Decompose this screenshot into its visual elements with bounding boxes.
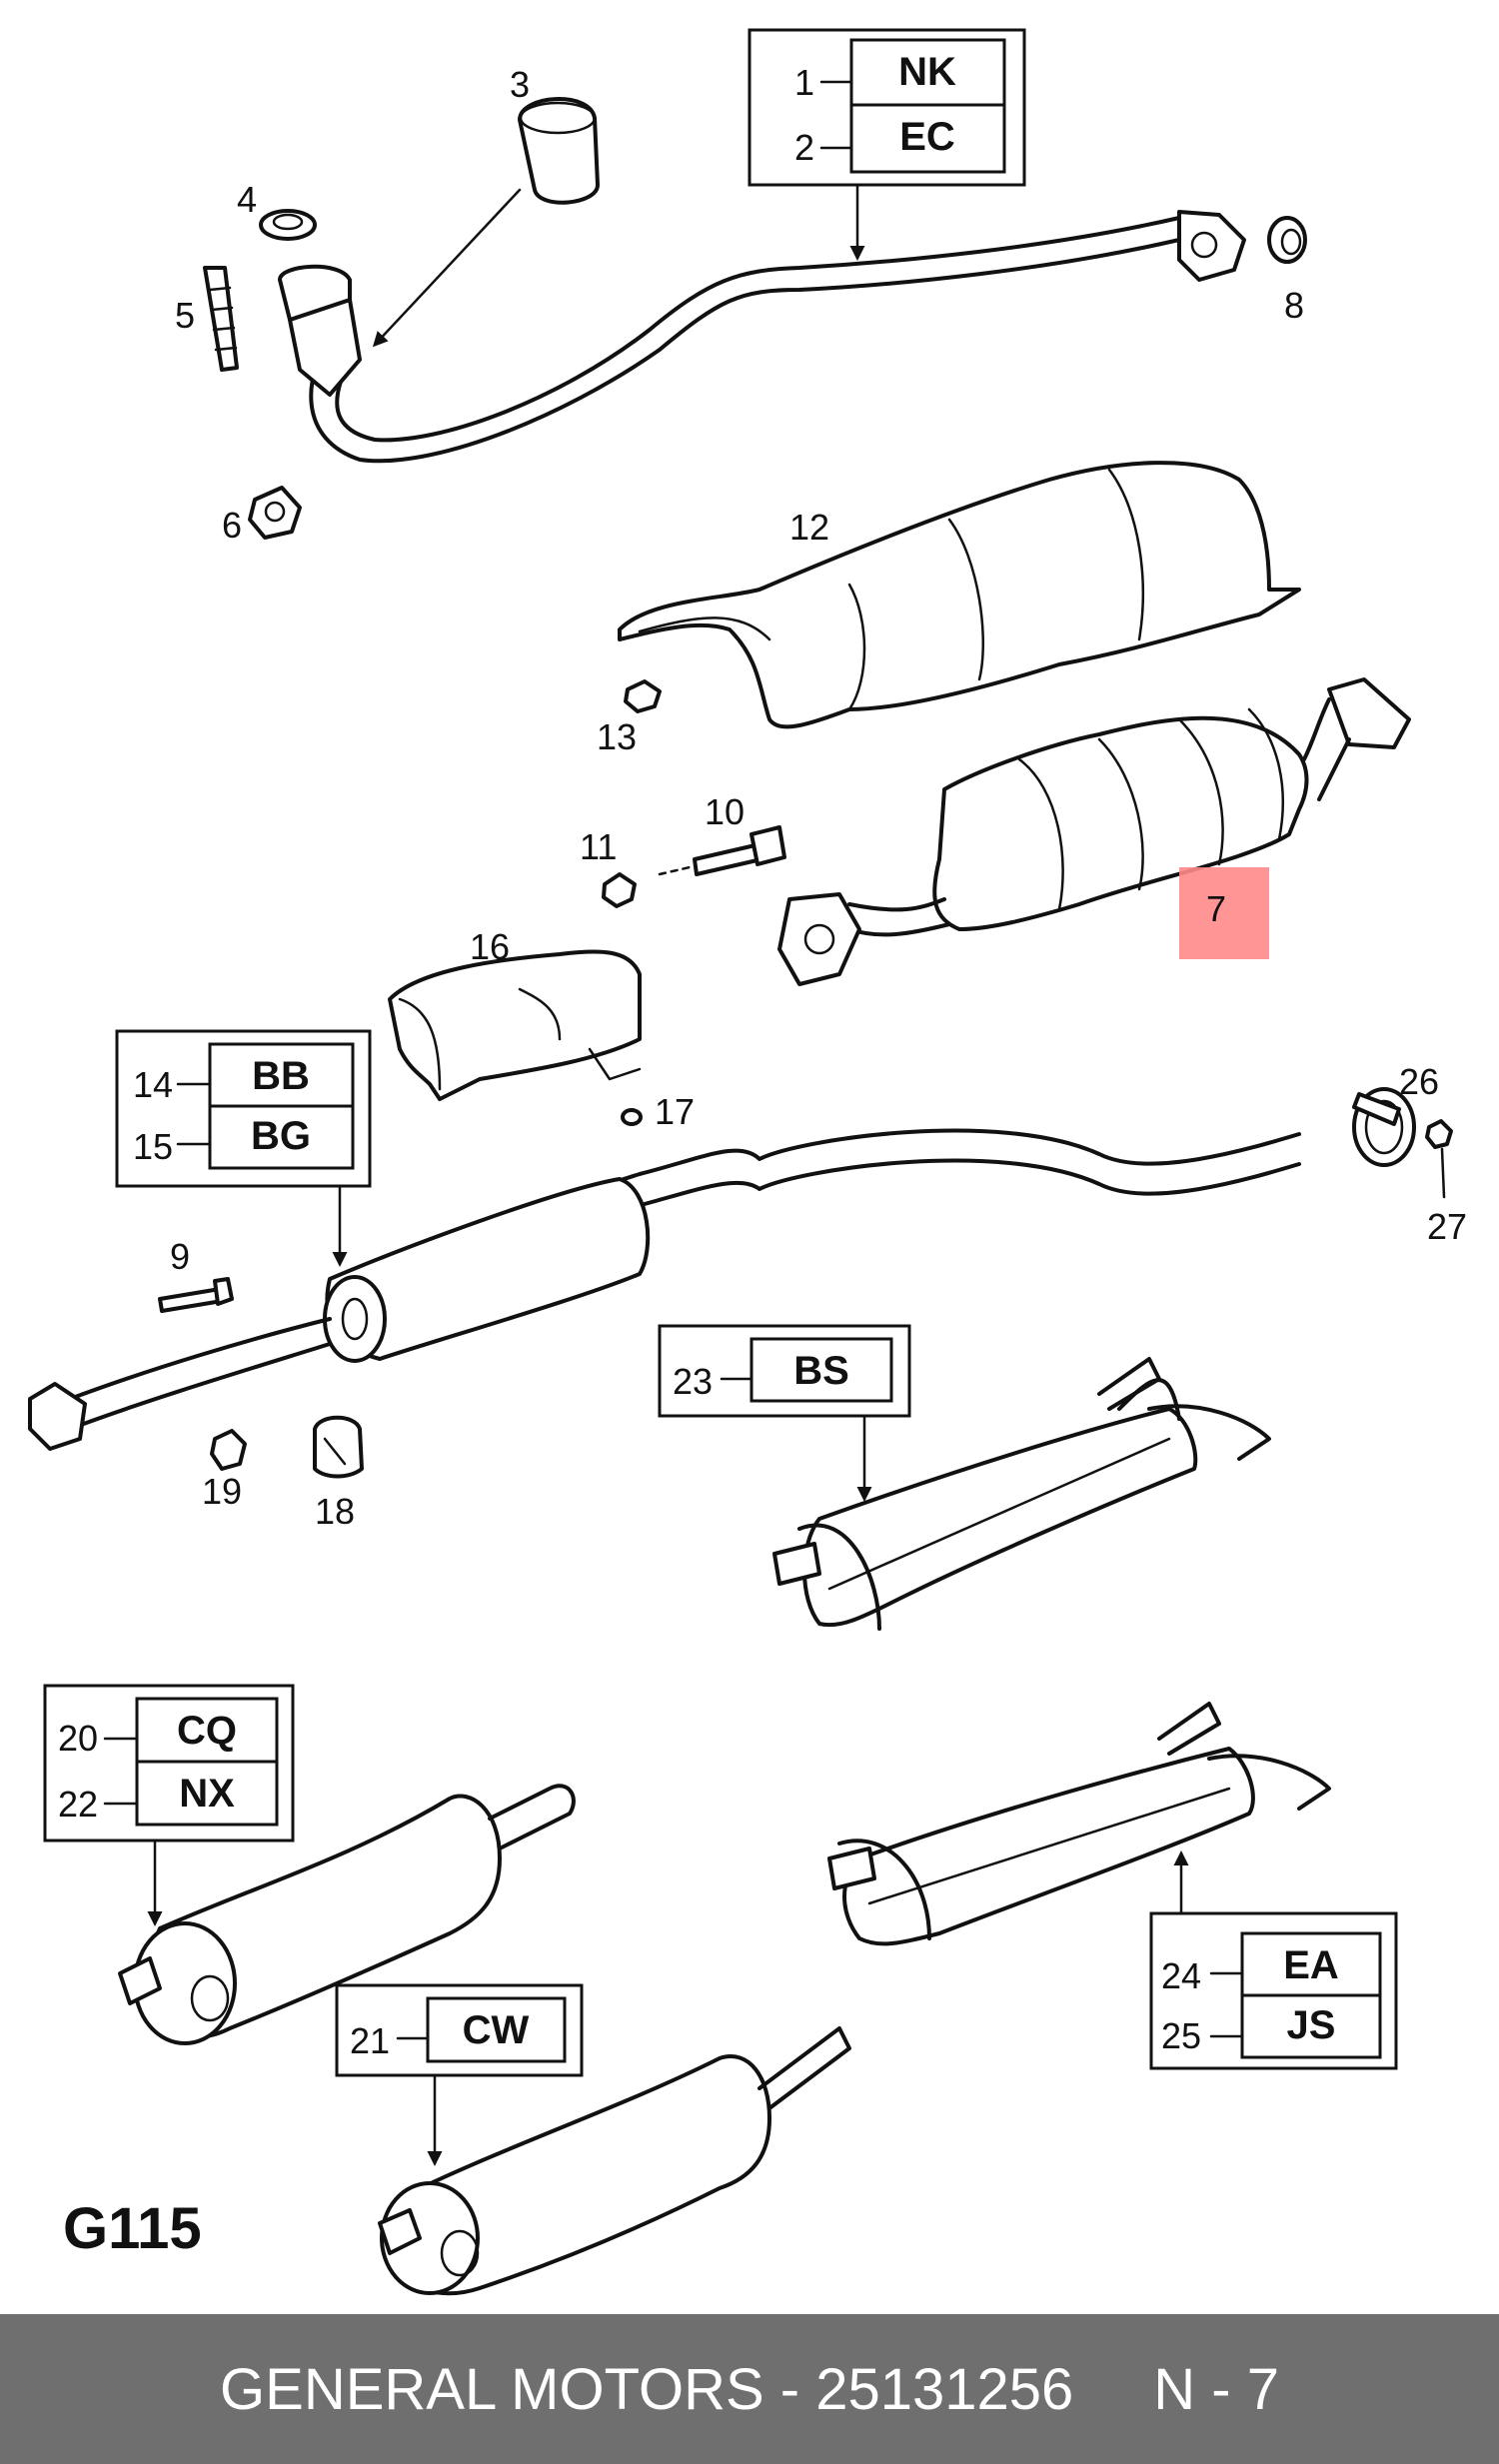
callout-16: 16 — [470, 926, 510, 967]
nut-11[interactable] — [602, 872, 637, 908]
center-muffler-21[interactable] — [378, 2026, 851, 2296]
bolt-9[interactable] — [158, 1277, 234, 1313]
seal-ring-4[interactable] — [259, 209, 317, 241]
callout-19: 19 — [202, 1471, 242, 1512]
rear-muffler-23[interactable] — [772, 1357, 1271, 1631]
intermediate-pipe[interactable] — [28, 1128, 1301, 1451]
footer-part-number: GENERAL MOTORS - 25131256 — [220, 2356, 1074, 2422]
callout-20: 20 — [58, 1718, 98, 1759]
center-muffler-20-22[interactable] — [118, 1784, 576, 2045]
callout-17: 17 — [655, 1091, 695, 1132]
footer-bar: GENERAL MOTORS - 25131256 N - 7 — [0, 2314, 1499, 2464]
code-ec: EC — [899, 115, 955, 159]
catalytic-converter-7[interactable] — [777, 677, 1411, 986]
callout-6: 6 — [222, 505, 242, 546]
callout-12: 12 — [789, 507, 829, 548]
nut-27[interactable] — [1425, 1119, 1453, 1149]
callout-box-bb-bg: BB BG 14 15 — [115, 1029, 372, 1267]
heat-shield-12[interactable] — [618, 461, 1301, 729]
code-nk: NK — [898, 50, 956, 94]
clip-17[interactable] — [621, 1108, 643, 1126]
callout-1: 1 — [794, 62, 814, 103]
diagram-label: G115 — [63, 2196, 202, 2261]
code-bg: BG — [251, 1114, 311, 1158]
callout-14: 14 — [133, 1064, 173, 1105]
front-exhaust-pipe[interactable] — [278, 210, 1246, 464]
code-cq: CQ — [177, 1709, 237, 1753]
footer-position: N - 7 — [1153, 2356, 1279, 2422]
callout-4: 4 — [237, 179, 257, 220]
callout-24: 24 — [1161, 1955, 1201, 1996]
rear-muffler-24-25[interactable] — [827, 1702, 1331, 1946]
code-js: JS — [1287, 2003, 1336, 2047]
callout-box-ea-js: EA JS 24 25 — [1149, 1850, 1398, 2070]
callout-2: 2 — [794, 127, 814, 168]
exhaust-system-diagram: NK EC 1 2 BB BG 14 15 BS 23 CQ NX 20 22 — [28, 28, 1467, 2296]
callout-box-cw: CW 21 — [335, 1983, 584, 2166]
callout-box-nk-ec: NK EC 1 2 — [748, 28, 1026, 261]
nut-6[interactable] — [248, 486, 302, 540]
callout-22: 22 — [58, 1784, 98, 1825]
callout-5: 5 — [175, 295, 195, 336]
callout-9: 9 — [170, 1236, 190, 1277]
clip-19[interactable] — [210, 1429, 247, 1471]
callout-18: 18 — [315, 1491, 355, 1532]
bolt-10[interactable] — [658, 825, 786, 876]
highlight-marker — [1179, 867, 1269, 959]
code-ea: EA — [1283, 1943, 1339, 1987]
callout-25: 25 — [1161, 2015, 1201, 2056]
callout-13: 13 — [597, 716, 637, 757]
clamp-sleeve-3[interactable] — [518, 97, 600, 205]
callout-21: 21 — [350, 2020, 390, 2061]
code-bs: BS — [793, 1349, 849, 1393]
callout-box-cq-nx: CQ NX 20 22 — [43, 1684, 295, 1926]
gasket-ring-8[interactable] — [1267, 216, 1307, 264]
heat-shield-16[interactable] — [388, 949, 642, 1101]
callout-7: 7 — [1206, 888, 1226, 929]
clamp-26[interactable] — [1352, 1087, 1416, 1167]
callout-26: 26 — [1399, 1061, 1439, 1102]
callout-10: 10 — [705, 791, 745, 832]
callout-23: 23 — [673, 1361, 713, 1402]
stud-bolt-5[interactable] — [203, 266, 239, 372]
callout-8: 8 — [1284, 285, 1304, 326]
callout-15: 15 — [133, 1126, 173, 1167]
code-nx: NX — [179, 1772, 235, 1816]
callout-box-bs: BS 23 — [658, 1324, 911, 1502]
rubber-mount-18[interactable] — [313, 1415, 364, 1479]
callout-27: 27 — [1427, 1206, 1467, 1247]
callout-11: 11 — [580, 826, 617, 867]
code-bb: BB — [252, 1054, 310, 1098]
code-cw: CW — [463, 2008, 530, 2052]
nut-13[interactable] — [624, 679, 662, 713]
callout-3: 3 — [510, 64, 530, 105]
